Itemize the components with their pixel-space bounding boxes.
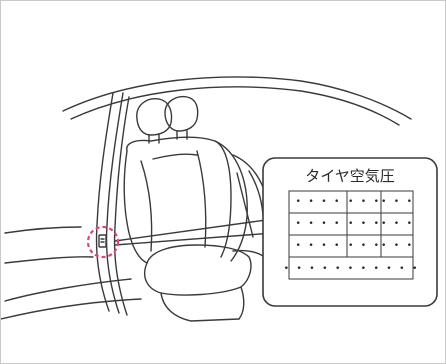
tire-pressure-cells: • • • • • • • • • • • • • • • • • • • • … <box>284 197 419 274</box>
tire-pressure-callout: タイヤ空気圧 • • • • • • • • • • • • • • • • •… <box>262 157 438 307</box>
table-cell: • • • <box>348 219 380 229</box>
table-cell: • • • <box>348 241 380 251</box>
door-pillar <box>95 92 130 316</box>
car-body-outline <box>1 76 412 320</box>
table-cell: • • • <box>381 197 413 207</box>
callout-leader-lines <box>114 218 274 246</box>
table-cell: • • • • <box>296 219 341 229</box>
table-cell-bottom: • • • • • • • • • • • <box>284 264 419 274</box>
table-cell: • • • • <box>296 197 341 207</box>
table-cell: • • • <box>381 219 413 229</box>
highlight-circle <box>86 225 120 259</box>
interior-details <box>232 154 265 238</box>
table-cell: • • • • <box>296 241 341 251</box>
table-cell: • • • <box>381 241 413 251</box>
pillar-label-sticker <box>98 234 107 248</box>
tire-pressure-table <box>288 190 414 280</box>
table-cell: • • • <box>348 197 380 207</box>
callout-title: タイヤ空気圧 <box>305 167 395 185</box>
car-seat <box>123 95 272 322</box>
